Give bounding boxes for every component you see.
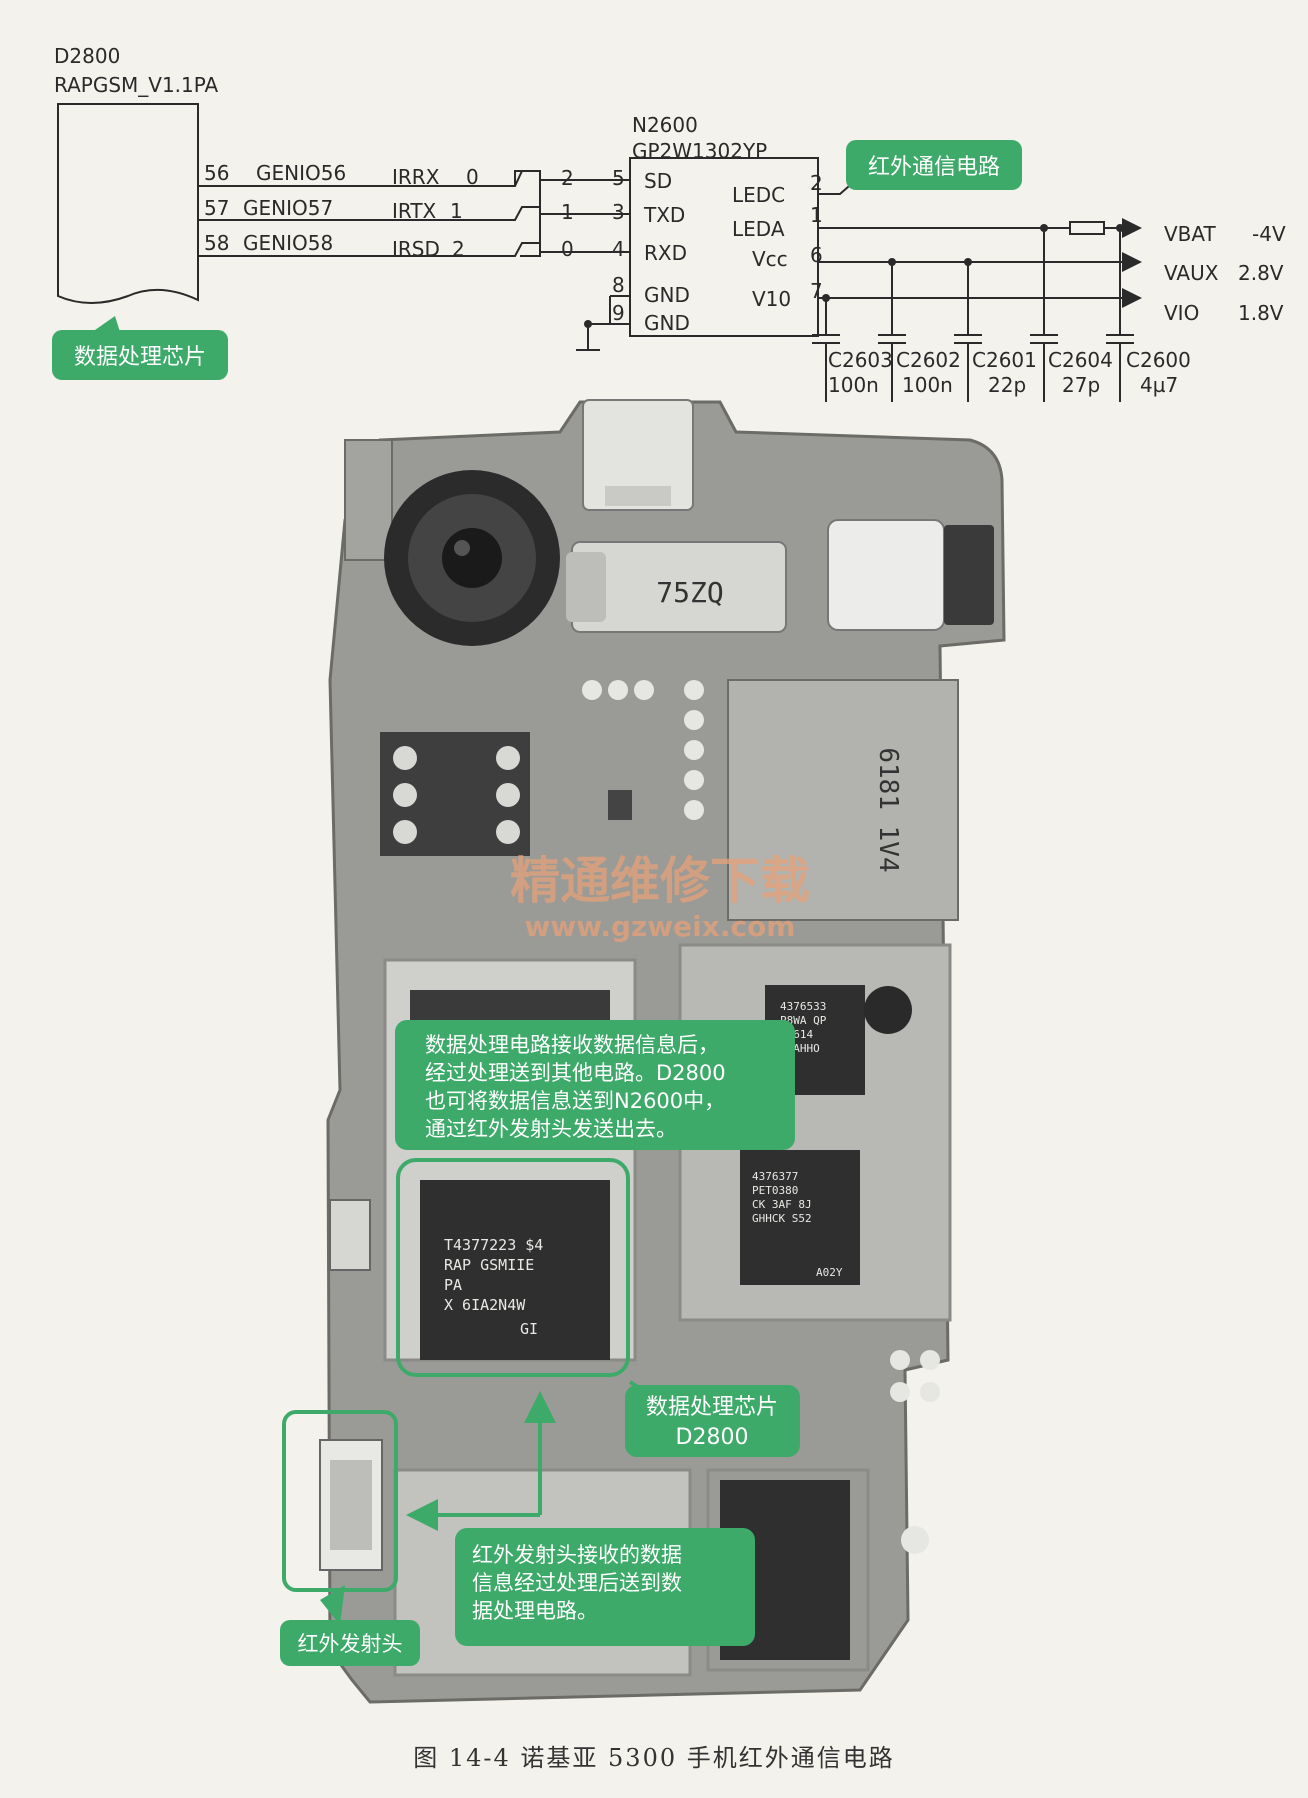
svg-text:D2800: D2800: [676, 1425, 749, 1450]
n2600-pin-2-num: 2: [810, 171, 823, 195]
line-sig-irrx: IRRX: [392, 165, 440, 189]
svg-text:数据处理芯片: 数据处理芯片: [646, 1395, 778, 1420]
n2600-pin-ledc: LEDC: [732, 183, 785, 207]
callout-ir-circuit: 红外通信电路: [846, 140, 1022, 190]
n2600-pin-4-num: 4: [612, 237, 625, 261]
cpu-mark-line-1: T4377223 $4: [444, 1236, 543, 1254]
n2600-pin-6-num: 6: [810, 243, 823, 267]
svg-text:数据处理芯片: 数据处理芯片: [74, 345, 206, 370]
callout-data-chip-top: 数据处理芯片: [52, 316, 228, 380]
line-net-56: GENIO56: [256, 161, 346, 185]
n2600-pin-5-num: 5: [612, 166, 625, 190]
d2800-ref: D2800: [54, 44, 120, 68]
chip3-mark-line-3: CK 3AF 8J: [752, 1198, 812, 1211]
watermark: 精通维修下载 www.gzweix.com: [510, 852, 810, 943]
sim-mark: 6181 1V4: [873, 747, 903, 872]
svg-text:通过红外发射头发送出去。: 通过红外发射头发送出去。: [425, 1117, 677, 1141]
cap-c2600-value: 4µ7: [1140, 373, 1178, 397]
n2600-pin-gnd2: GND: [644, 311, 690, 335]
cap-c2603-value: 100n: [828, 373, 879, 397]
cpu-mark-line-2: RAP GSMIIE: [444, 1256, 534, 1274]
schematic: [57, 103, 1142, 402]
cap-c2604-ref: C2604: [1048, 348, 1113, 372]
cpu-highlight: [396, 1158, 630, 1377]
chip3-mark-line-2: PET0380: [752, 1184, 798, 1197]
cap-c2601-ref: C2601: [972, 348, 1037, 372]
svg-text:也可将数据信息送到N2600中，: 也可将数据信息送到N2600中，: [425, 1089, 725, 1113]
schematic-junctions: [584, 224, 1124, 328]
n2600-pin-leda: LEDA: [732, 217, 785, 241]
line-pin-58: 58: [204, 231, 229, 255]
callout-ir-emitter: 红外发射头: [280, 1585, 420, 1666]
rail-vio: VIO: [1164, 301, 1199, 325]
svg-text:红外发射头: 红外发射头: [298, 1632, 403, 1656]
n2600-pin-rxd: RXD: [644, 241, 687, 265]
line-net-57: GENIO57: [243, 196, 333, 220]
cpu-mark-line-4: X 6IA2N4W: [444, 1296, 526, 1314]
chip2-mark-line-1: 4376533: [780, 1000, 826, 1013]
schematic-text: D2800 RAPGSM_V1.1PA N2600 GP2W1302YP 56 …: [54, 44, 1286, 397]
n2600-block: [629, 157, 819, 337]
svg-text:红外通信电路: 红外通信电路: [868, 155, 1000, 180]
cap-c2602-ref: C2602: [896, 348, 961, 372]
line-idx-2: 2: [452, 237, 465, 261]
watermark-url: www.gzweix.com: [525, 910, 796, 943]
cap-c2603-ref: C2603: [828, 348, 893, 372]
n2600-pin-gnd1: GND: [644, 283, 690, 307]
n2600-pin-v10: V10: [752, 287, 791, 311]
line-pin-57: 57: [204, 196, 229, 220]
chip3-marking: 4376377 PET0380 CK 3AF 8J GHHCK S52 A02Y: [752, 1170, 843, 1279]
cross-num-0: 0: [561, 237, 574, 261]
cpu-mark-line-5: GI: [520, 1320, 538, 1338]
callout-ir-receive: 红外发射头接收的数据 信息经过处理后送到数 据处理电路。: [455, 1528, 755, 1646]
cross-num-2: 2: [561, 166, 574, 190]
cap-c2600-ref: C2600: [1126, 348, 1191, 372]
d2800-part: RAPGSM_V1.1PA: [54, 73, 219, 97]
n2600-pin-1-num: 1: [810, 203, 823, 227]
callout-data-flow: 数据处理电路接收数据信息后， 经过处理送到其他电路。D2800 也可将数据信息送…: [395, 1020, 795, 1150]
n2600-pin-txd: TXD: [643, 203, 685, 227]
n2600-pin-9-num: 9: [612, 301, 625, 325]
d2800-block: [57, 103, 199, 304]
n2600-ref: N2600: [632, 113, 698, 137]
cpu-marking: T4377223 $4 RAP GSMIIE PA X 6IA2N4W GI: [444, 1236, 543, 1338]
n2600-pin-vcc: Vcc: [752, 247, 788, 271]
chip3-sub-mark: A02Y: [816, 1266, 843, 1279]
cap-c2602-value: 100n: [902, 373, 953, 397]
n2600-pin-7-num: 7: [810, 279, 823, 303]
n2600-part: GP2W1302YP: [632, 139, 767, 163]
line-net-58: GENIO58: [243, 231, 333, 255]
rail-vaux: VAUX: [1164, 261, 1219, 285]
n2600-pin-sd: SD: [644, 169, 672, 193]
line-sig-irsd: IRSD: [392, 237, 440, 261]
svg-text:数据处理电路接收数据信息后，: 数据处理电路接收数据信息后，: [425, 1033, 719, 1057]
line-sig-irtx: IRTX: [392, 199, 437, 223]
cap-c2601-value: 22p: [988, 373, 1026, 397]
rail-vbat-value: -4V: [1252, 222, 1286, 246]
svg-text:据处理电路。: 据处理电路。: [472, 1599, 598, 1623]
rail-vbat: VBAT: [1164, 222, 1217, 246]
chip3-mark-line-4: GHHCK S52: [752, 1212, 812, 1225]
cap-c2604-value: 27p: [1062, 373, 1100, 397]
watermark-cn: 精通维修下载: [510, 852, 810, 910]
line-pin-56: 56: [204, 161, 229, 185]
callout-cpu-label: 数据处理芯片 D2800: [625, 1385, 800, 1457]
svg-text:经过处理送到其他电路。D2800: 经过处理送到其他电路。D2800: [425, 1061, 726, 1085]
vibrator-mark: 75ZQ: [656, 576, 723, 609]
svg-text:信息经过处理后送到数: 信息经过处理后送到数: [472, 1571, 682, 1595]
rail-vaux-value: 2.8V: [1238, 261, 1284, 285]
cross-num-1: 1: [561, 200, 574, 224]
rail-vio-value: 1.8V: [1238, 301, 1284, 325]
figure-caption: 图 14-4 诺基亚 5300 手机红外通信电路: [413, 1744, 895, 1772]
n2600-pin-3-num: 3: [612, 200, 625, 224]
svg-text:红外发射头接收的数据: 红外发射头接收的数据: [472, 1543, 682, 1567]
chip3-mark-line-1: 4376377: [752, 1170, 798, 1183]
cpu-mark-line-3: PA: [444, 1276, 462, 1294]
line-idx-1: 1: [450, 199, 463, 223]
line-idx-0: 0: [466, 165, 479, 189]
n2600-pin-8-num: 8: [612, 273, 625, 297]
